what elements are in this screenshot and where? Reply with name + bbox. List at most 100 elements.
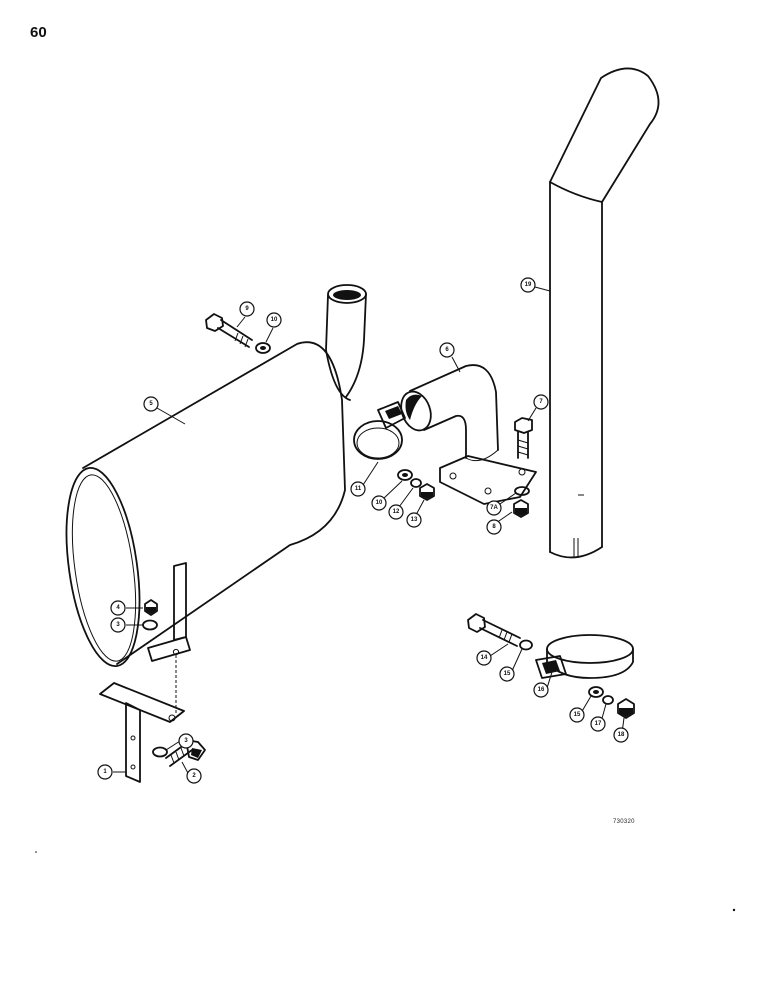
callout-1: 1 [97,764,113,780]
callout-7: 7 [533,394,549,410]
callout-10-upper: 10 [266,312,282,328]
washer-3-lower [152,746,168,758]
outlet-pipe-shadow [333,290,361,300]
svg-text:3: 3 [184,738,188,744]
washer-15-right [588,686,604,698]
nut-13 [419,483,435,501]
scan-speck [732,908,736,912]
elbow-flange-seam [465,449,499,462]
svg-text:1: 1 [103,769,107,775]
muffler-end-rim [71,474,137,662]
callout-11: 11 [350,481,366,497]
washer-3-upper [142,619,158,631]
outlet-pipe-opening [327,284,367,304]
elbow-body [409,364,499,459]
svg-text:2: 2 [192,773,196,779]
exhaust-stack [549,67,660,559]
bolt-9 [205,313,253,348]
svg-text:18: 18 [618,732,625,738]
clamp-11-lug-shade [385,406,402,419]
stack-curved-cap [549,67,660,203]
callout-16: 16 [533,682,549,698]
bracket-top-hole [168,714,176,722]
muffler-body-outline [82,341,346,665]
callout-15-right: 15 [569,707,585,723]
callout-5: 5 [143,396,159,412]
bracket-leg-hole-1 [130,735,136,741]
svg-text:7: 7 [539,399,543,405]
elbow-inlet-opening [400,390,432,432]
callout-15-left: 15 [499,666,515,682]
nut-4 [144,599,158,616]
clamp-16-lug-shade [542,660,560,674]
callout-3-lower: 3 [178,733,194,749]
muffler [65,284,367,668]
callout-17: 17 [590,716,606,732]
bolt-7 [514,417,533,459]
svg-text:16: 16 [538,687,545,693]
svg-text:15: 15 [574,712,581,718]
svg-text:6: 6 [445,347,449,353]
muffler-bracket-hole [172,648,180,656]
clamp-11 [353,401,406,460]
callout-10-lower: 10 [371,495,387,511]
svg-text:4: 4 [116,605,120,611]
callout-3-upper: 3 [110,617,126,633]
svg-text:3: 3 [116,622,120,628]
stack-bottom-edge [549,546,603,559]
callout-18: 18 [613,727,629,743]
callout-7a: 7A [486,500,502,516]
elbow-inlet-shadow [405,394,422,420]
svg-text:8: 8 [492,524,496,530]
svg-text:13: 13 [411,517,418,523]
svg-text:15: 15 [504,671,511,677]
muffler-bracket-upright [173,562,187,641]
nut-18 [617,698,635,719]
stack-pipe-walls [549,181,603,553]
stack-bottom-slot [573,538,579,558]
callout-13: 13 [406,512,422,528]
svg-text:10: 10 [376,500,383,506]
callout-8: 8 [486,519,502,535]
callout-2: 2 [186,768,202,784]
flange-hole-2 [484,487,492,495]
washer-15-left [519,639,533,651]
washer-7a [514,486,530,496]
nut-8 [513,499,529,518]
svg-text:7A: 7A [490,505,498,511]
muffler-bracket-foot [147,636,191,662]
callout-19: 19 [520,277,536,293]
clamp-11-lug [377,401,406,429]
scan-speck [35,851,37,853]
mounting-bracket [99,682,185,783]
page-number: 60 [30,24,47,41]
washer-10-lower-hole [402,473,408,477]
svg-text:14: 14 [481,655,488,661]
muffler-outlet-pipe [325,293,367,401]
svg-text:9: 9 [245,306,249,312]
washer-10-upper-hole [260,346,266,350]
svg-text:10: 10 [271,317,278,323]
drawing-reference-code: 730320 [613,819,635,825]
flange-hole-3 [518,468,526,476]
svg-text:5: 5 [149,401,153,407]
flange-hole-1 [449,472,457,480]
callout-14: 14 [476,650,492,666]
bracket-leg-hole-2 [130,764,136,770]
stack-cap-seam [549,181,603,203]
washer-10-lower [397,469,413,481]
lock-washer-17 [602,695,614,705]
washer-10-upper [255,342,271,354]
callout-12: 12 [388,504,404,520]
clamp-11-band-inner [356,427,400,459]
clamp-16-band-top [546,634,634,664]
elbow-flange [439,455,537,505]
callout-4: 4 [110,600,126,616]
svg-text:17: 17 [595,721,602,727]
exhaust-elbow [400,364,537,505]
clamp-11-band [353,420,403,460]
leader-lines [113,286,625,776]
callout-9: 9 [239,301,255,317]
svg-text:11: 11 [355,486,362,492]
